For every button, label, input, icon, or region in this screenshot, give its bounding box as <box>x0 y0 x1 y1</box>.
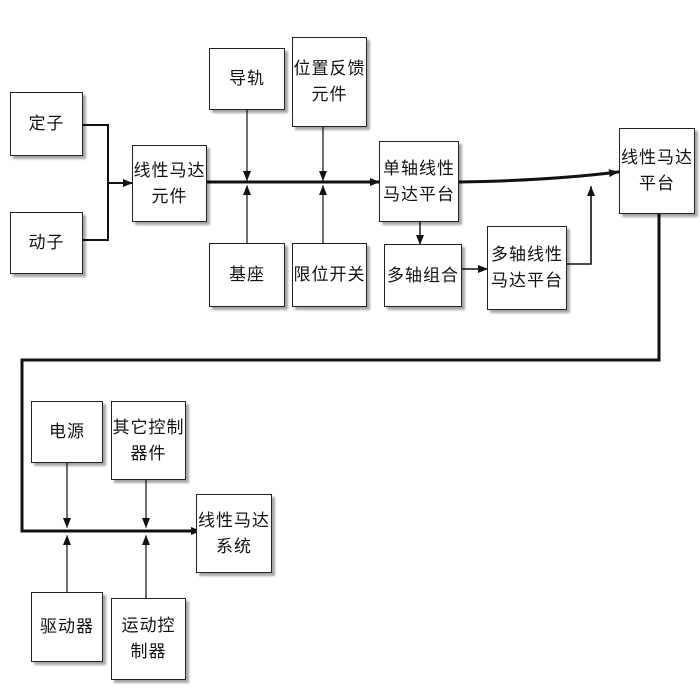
power-box: 电源 <box>31 401 103 463</box>
mover-box: 动子 <box>10 212 83 274</box>
motion-controller-box: 运动控 制器 <box>111 598 186 680</box>
linear-motor-system-box: 线性马达 系统 <box>196 494 272 573</box>
position-feedback-box: 位置反馈 元件 <box>292 37 367 127</box>
stator-connector <box>82 124 109 184</box>
mover-connector <box>82 182 109 241</box>
multi-axis-platform-box: 多轴线性 马达平台 <box>487 226 567 310</box>
base-box: 基座 <box>209 243 285 307</box>
platform-to-system-arrow <box>20 188 661 535</box>
motor-element-box: 线性马达 元件 <box>132 145 207 222</box>
guide-rail-box: 导轨 <box>209 48 285 110</box>
other-control-box: 其它控制 器件 <box>111 401 186 480</box>
limit-switch-box: 限位开关 <box>292 243 367 307</box>
multi-axis-combo-box: 多轴组合 <box>384 244 462 307</box>
linear-motor-platform-box: 线性马达 平台 <box>619 128 695 214</box>
driver-box: 驱动器 <box>31 592 103 662</box>
single-axis-platform-box: 单轴线性 马达平台 <box>379 141 459 222</box>
multi-to-platform-arrow <box>566 186 595 265</box>
stator-box: 定子 <box>10 92 83 156</box>
single-to-platform-arrow <box>457 169 620 184</box>
